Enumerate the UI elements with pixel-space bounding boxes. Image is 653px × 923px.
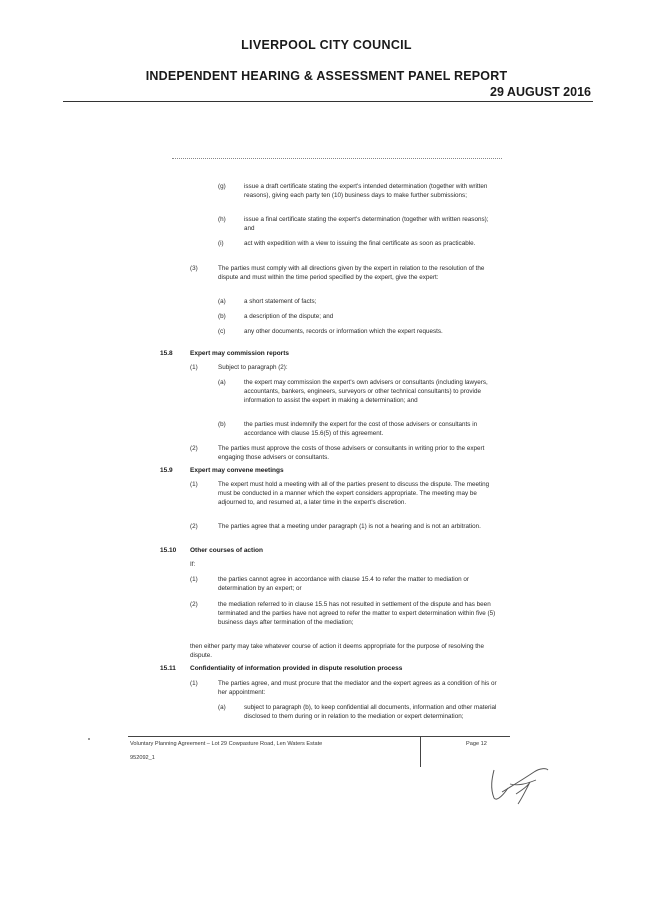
para-3c-number: (c)	[218, 328, 226, 335]
section-15-9-title: Expert may convene meetings	[190, 467, 284, 474]
s158-1-text: Subject to paragraph (2):	[218, 364, 288, 371]
s159-1-number: (1)	[190, 481, 198, 488]
footer-divider	[128, 736, 510, 737]
section-15-9-number: 15.9	[160, 467, 173, 474]
s1510-2-text: the mediation referred to in clause 15.5…	[218, 601, 496, 626]
para-3c-text: any other documents, records or informat…	[244, 328, 443, 335]
s1511-1-number: (1)	[190, 680, 198, 687]
section-15-10-title: Other courses of action	[190, 547, 263, 554]
item-g-text: issue a draft certificate stating the ex…	[244, 183, 488, 199]
section-15-8-title: Expert may commission reports	[190, 350, 289, 357]
s158-1a-text: the expert may commission the expert's o…	[244, 379, 488, 404]
s158-1-number: (1)	[190, 364, 198, 371]
s158-1b-number: (b)	[218, 421, 226, 428]
section-15-8-number: 15.8	[160, 350, 173, 357]
s158-2-text: The parties must approve the costs of th…	[218, 445, 485, 461]
s1510-1-text: the parties cannot agree in accordance w…	[218, 576, 469, 592]
s1510-2-number: (2)	[190, 601, 198, 608]
report-title: INDEPENDENT HEARING & ASSESSMENT PANEL R…	[145, 69, 508, 83]
para-3b-number: (b)	[218, 313, 226, 320]
section-15-11-number: 15.11	[160, 665, 176, 672]
para-3a-number: (a)	[218, 298, 226, 305]
s158-2-number: (2)	[190, 445, 198, 452]
footer-page-number: Page 12	[466, 741, 487, 747]
section-15-10-number: 15.10	[160, 547, 177, 554]
s158-1a-number: (a)	[218, 379, 226, 386]
footer-vertical-divider	[420, 737, 421, 767]
initials-signature	[482, 764, 554, 811]
s159-1-text: The expert must hold a meeting with all …	[218, 481, 490, 506]
item-i-number: (i)	[218, 240, 224, 247]
item-g-number: (g)	[218, 183, 226, 190]
s1511-1a-text: subject to paragraph (b), to keep confid…	[244, 704, 497, 720]
s158-1b-text: the parties must indemnify the expert fo…	[244, 421, 478, 437]
footer-document-ref: 952092_1	[130, 755, 155, 761]
section-15-11-title: Confidentiality of information provided …	[190, 665, 403, 672]
header-divider	[63, 101, 593, 102]
item-i-text: act with expedition with a view to issui…	[244, 240, 476, 247]
para-3-text: The parties must comply with all directi…	[218, 265, 485, 281]
para-3b-text: a description of the dispute; and	[244, 313, 334, 320]
para-3a-text: a short statement of facts;	[244, 298, 317, 305]
report-date: 29 AUGUST 2016	[490, 85, 591, 99]
scan-speck	[88, 738, 90, 740]
s1510-if: If:	[190, 561, 196, 568]
signature-mark-icon	[491, 768, 549, 805]
s1511-1a-number: (a)	[218, 704, 226, 711]
s1510-1-number: (1)	[190, 576, 198, 583]
page-top-divider	[172, 158, 502, 159]
council-heading: LIVERPOOL CITY COUNCIL	[241, 38, 412, 52]
para-3-number: (3)	[190, 265, 198, 272]
s1511-1-text: The parties agree, and must procure that…	[218, 680, 497, 696]
s159-2-number: (2)	[190, 523, 198, 530]
footer-agreement-title: Voluntary Planning Agreement – Lot 29 Co…	[130, 741, 323, 747]
item-h-number: (h)	[218, 216, 226, 223]
item-h-text: issue a final certificate stating the ex…	[244, 216, 489, 232]
s159-2-text: The parties agree that a meeting under p…	[218, 523, 481, 530]
s1510-then: then either party may take whatever cour…	[190, 643, 485, 659]
